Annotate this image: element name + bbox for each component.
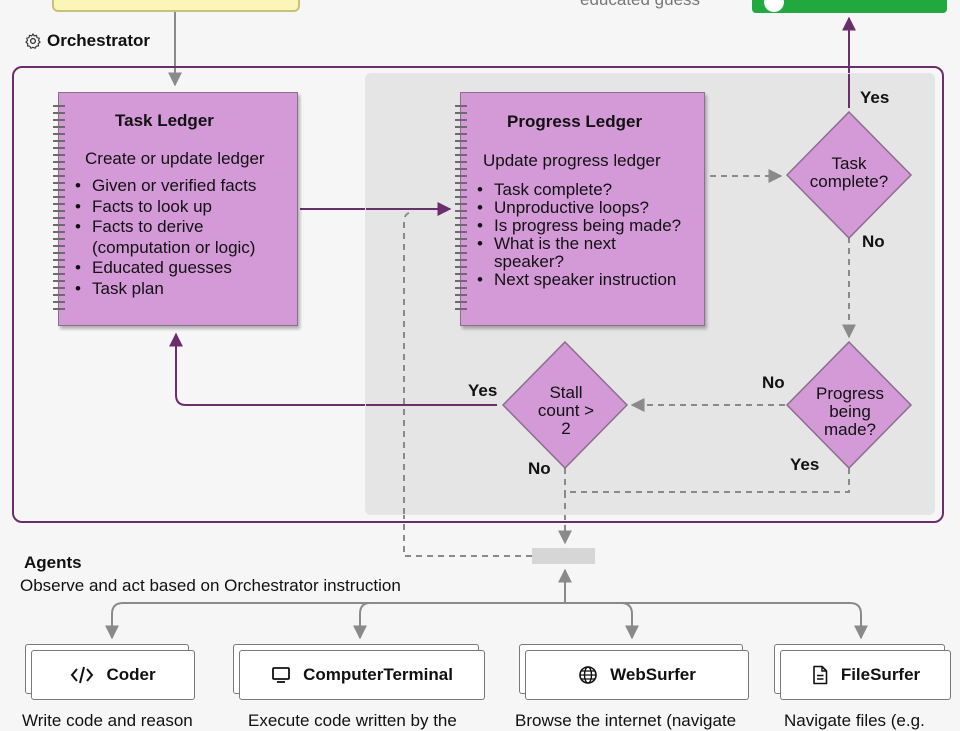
- agents-subtitle: Observe and act based on Orchestrator in…: [20, 576, 401, 595]
- list-item: Facts to look up: [74, 197, 294, 218]
- agent-description: Navigate files (e.g.: [784, 711, 925, 730]
- progress-ledger: Progress Ledger Update progress ledger T…: [455, 92, 705, 326]
- list-item: Given or verified facts: [74, 176, 294, 197]
- stall-no-label: No: [528, 459, 551, 478]
- progress-yes-label: Yes: [790, 455, 820, 474]
- check-icon: [764, 0, 784, 12]
- notebook-rings: [455, 105, 467, 313]
- task-complete-yes-label: Yes: [860, 88, 890, 107]
- stall-yes-label: Yes: [468, 381, 498, 400]
- list-item: Educated guesses: [74, 258, 294, 279]
- list-item: Next speaker instruction: [476, 271, 690, 290]
- task-complete-diamond: [785, 110, 913, 240]
- monitor-icon: [272, 667, 290, 683]
- input-box: [52, 0, 300, 12]
- stall-count-label: Stall count > 2: [537, 383, 595, 438]
- gear-icon: [25, 33, 41, 49]
- agent-description: Write code and reason: [22, 711, 193, 730]
- code-icon: [71, 666, 94, 684]
- list-item: Task plan: [74, 279, 294, 300]
- list-item: Facts to derive (computation or logic): [74, 217, 294, 258]
- globe-icon: [579, 666, 597, 684]
- top-note: educated guess: [580, 0, 700, 10]
- list-item: Is progress being made?: [476, 217, 690, 236]
- task-complete-no-label: No: [862, 232, 885, 251]
- agent-label: WebSurfer: [610, 665, 696, 684]
- agent-coder: Coder: [25, 644, 195, 700]
- agent-description: Browse the internet (navigate: [515, 711, 737, 730]
- progress-ledger-subtitle: Update progress ledger: [483, 151, 661, 170]
- list-item: Task complete?: [476, 181, 690, 200]
- progress-made-label: Progress being made?: [815, 384, 885, 439]
- agent-computer-terminal: ComputerTerminal: [233, 644, 485, 700]
- notebook-rings: [53, 105, 65, 313]
- agents-title: Agents: [24, 553, 82, 572]
- list-item: Unproductive loops?: [476, 199, 690, 218]
- orchestrator-header: Orchestrator: [24, 31, 150, 51]
- agent-collector: [532, 548, 595, 564]
- to-coder-arrow: [105, 602, 565, 640]
- final-answer-box: [752, 0, 947, 13]
- agent-label: FileSurfer: [840, 665, 921, 684]
- orchestrator-title: Orchestrator: [47, 31, 150, 50]
- task-ledger-subtitle: Create or update ledger: [85, 149, 265, 168]
- progress-no-label: No: [762, 373, 785, 392]
- task-ledger: Task Ledger Create or update ledger Give…: [53, 92, 298, 326]
- agent-filesurfer: FileSurfer: [774, 644, 951, 700]
- progress-ledger-list: Task complete? Unproductive loops? Is pr…: [476, 181, 690, 290]
- to-terminal-arrow: [353, 602, 371, 640]
- task-ledger-list: Given or verified facts Facts to look up…: [74, 176, 294, 299]
- file-icon: [813, 665, 828, 685]
- stall-yes-arrow: [169, 332, 497, 406]
- to-filesurfer-arrow: [621, 602, 868, 640]
- stall-count-diamond: [501, 340, 629, 470]
- task-complete-label: Task complete?: [809, 154, 889, 191]
- progress-made-diamond: [785, 340, 913, 470]
- task-ledger-title: Task Ledger: [115, 111, 214, 130]
- progress-ledger-title: Progress Ledger: [507, 112, 643, 131]
- agent-label: ComputerTerminal: [303, 665, 453, 684]
- agent-websurfer: WebSurfer: [519, 644, 749, 700]
- list-item: What is the next speaker?: [476, 235, 690, 271]
- agent-label: Coder: [106, 665, 156, 684]
- orchestrator-frame: [12, 66, 944, 523]
- agent-description: Execute code written by the: [248, 711, 457, 730]
